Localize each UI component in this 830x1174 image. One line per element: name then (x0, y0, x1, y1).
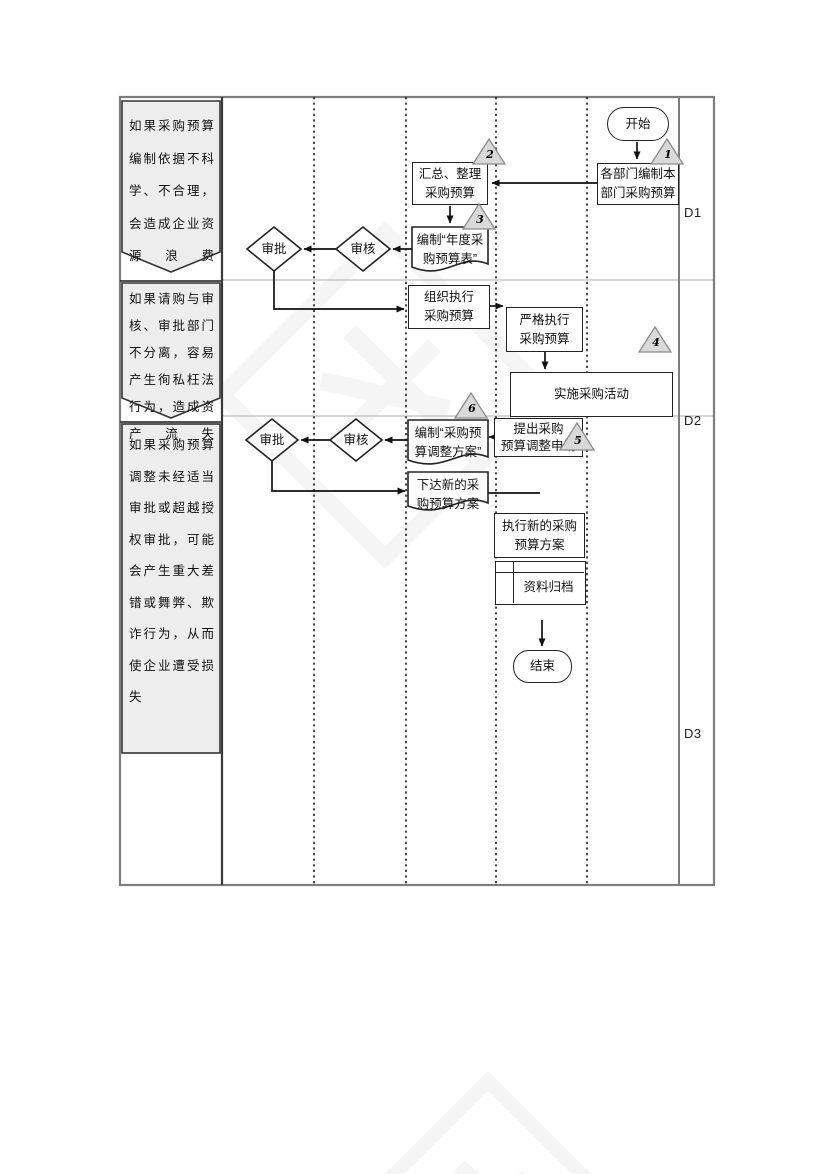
risk-text-3: 如果采购预算调整未经适当审批或超越授权审批，可能会产生重大差错或舞弊、欺诈行为，… (129, 438, 214, 704)
marker-6-number: 6 (468, 402, 476, 415)
issue-new-doc (407, 471, 489, 511)
archive-hline (496, 572, 584, 573)
review1-diamond (334, 225, 392, 273)
risk-banner-1 (121, 100, 221, 273)
risk-text-1: 如果采购预算编制依据不科学、不合理，会造成企业资源浪费 (129, 119, 214, 263)
approve1-diamond (245, 225, 303, 273)
connectors (271, 142, 641, 647)
risk-box-3 (121, 423, 221, 754)
end-node: 结束 (513, 650, 572, 683)
adjust-plan-label: 编制“采购预 算调整方案” (414, 426, 482, 459)
execute-new-node: 执行新的采购 预算方案 (494, 513, 585, 558)
swimlane-grid (118, 95, 716, 887)
risk-banner-2 (121, 282, 221, 419)
row-label-d1: D1 (684, 205, 702, 220)
implement-node: 实施采购活动 (510, 372, 673, 417)
archive-label: 资料归档 (523, 580, 574, 594)
marker-1-number: 1 (664, 148, 672, 161)
archive-vline (513, 562, 514, 603)
start-node: 开始 (607, 107, 669, 141)
marker-3-number: 3 (476, 213, 484, 226)
annual-table-label: 编制“年度采 购预算表” (416, 233, 484, 266)
approve1-label: 审批 (261, 241, 287, 256)
adjust-plan-doc (407, 419, 489, 465)
review1-label: 审核 (350, 241, 376, 256)
approve2-diamond (244, 417, 300, 463)
review2-label: 审核 (343, 432, 369, 447)
risk-text-2: 如果请购与审核、审批部门不分离，容易产生徇私枉法行为，造成资产流失 (129, 292, 214, 441)
review2-diamond (328, 417, 384, 463)
risk-banners (121, 100, 221, 754)
connector-approve1-organize (273, 271, 405, 313)
document-shapes (407, 226, 489, 511)
decision-shapes (244, 225, 392, 463)
marker-4-number: 4 (652, 336, 660, 349)
connector-approve2-issuenew (271, 461, 406, 495)
marker-5-number: 5 (574, 434, 582, 447)
row-label-d3: D3 (684, 726, 702, 741)
archive-shape: 资料归档 (495, 561, 586, 605)
dept-budget-node: 各部门编制本 部门采购预算 (597, 163, 679, 205)
strict-execute-node: 严格执行 采购预算 (506, 307, 583, 352)
approve2-label: 审批 (259, 432, 285, 447)
row-label-d2: D2 (684, 413, 702, 428)
organize-node: 组织执行 采购预算 (408, 285, 490, 329)
issue-new-label: 下达新的采 购预算方案 (416, 478, 480, 511)
summarize-node: 汇总、整理 采购预算 (412, 162, 488, 205)
marker-2-number: 2 (486, 148, 494, 161)
annual-table-doc (411, 226, 489, 272)
